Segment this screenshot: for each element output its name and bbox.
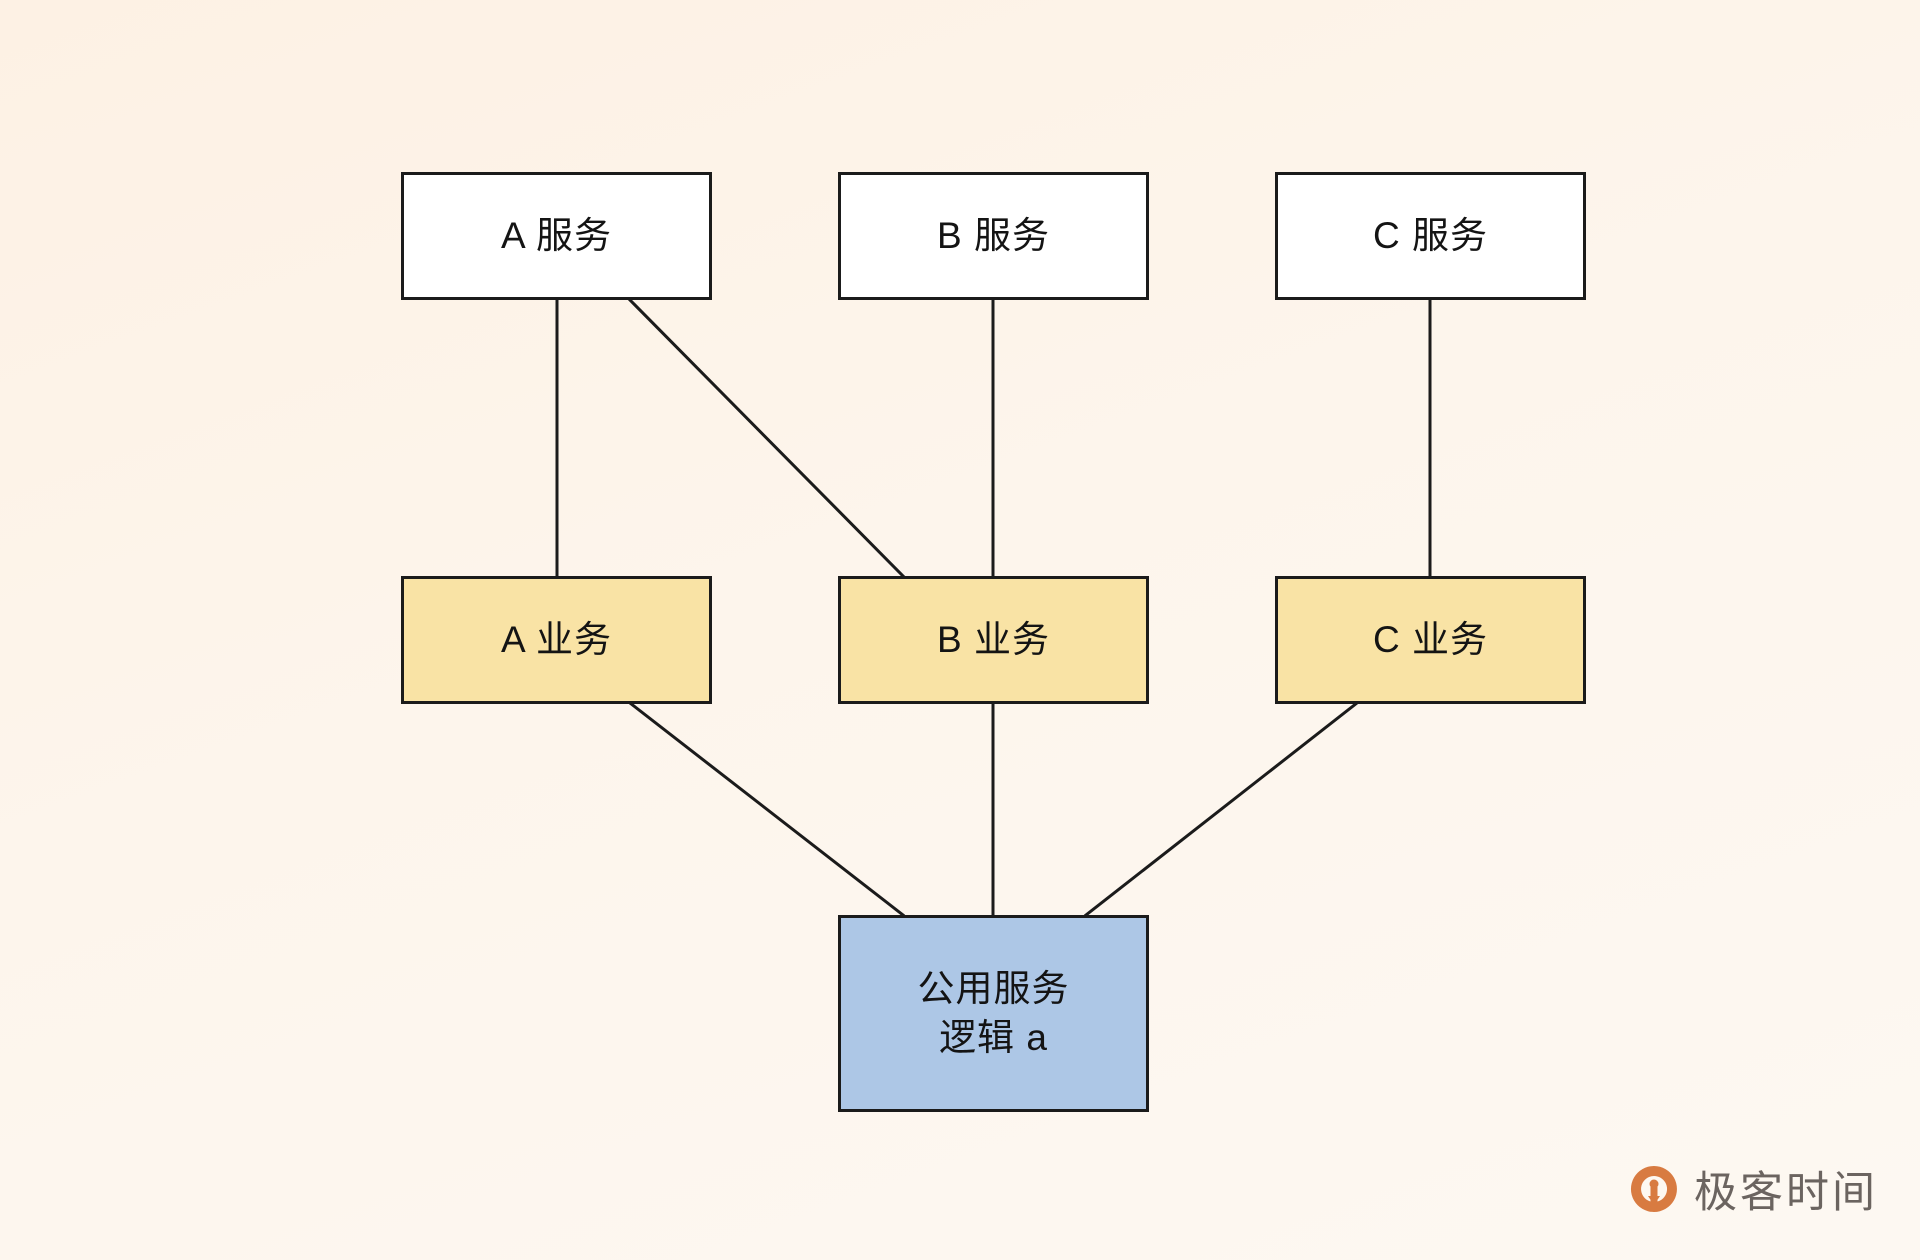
- node-shared-service-label-line2: 逻辑 a: [939, 1016, 1048, 1058]
- edge-c-business-to-shared: [1083, 700, 1360, 918]
- node-a-service[interactable]: A 服务: [401, 172, 712, 300]
- edge-a-business-to-shared: [627, 700, 906, 918]
- node-shared-service-label: 公用服务: [917, 967, 1070, 1009]
- node-b-service-label: B 服务: [937, 214, 1050, 256]
- node-b-business[interactable]: B 业务: [838, 576, 1149, 704]
- node-c-business[interactable]: C 业务: [1275, 576, 1586, 704]
- node-c-business-label: C 业务: [1373, 618, 1488, 660]
- node-b-business-label: B 业务: [937, 618, 1050, 660]
- watermark-text: 极客时间: [1694, 1169, 1878, 1217]
- node-b-service[interactable]: B 服务: [838, 172, 1149, 300]
- watermark: 极客时间: [1628, 1158, 1878, 1220]
- node-a-business[interactable]: A 业务: [401, 576, 712, 704]
- edge-a-service-to-b-business: [627, 297, 906, 579]
- node-a-service-label: A 服务: [501, 214, 612, 256]
- node-c-service[interactable]: C 服务: [1275, 172, 1586, 300]
- node-a-business-label: A 业务: [501, 618, 612, 660]
- node-shared-service[interactable]: 公用服务 逻辑 a: [838, 915, 1149, 1112]
- node-c-service-label: C 服务: [1373, 214, 1488, 256]
- geektime-logo-icon: [1628, 1163, 1680, 1215]
